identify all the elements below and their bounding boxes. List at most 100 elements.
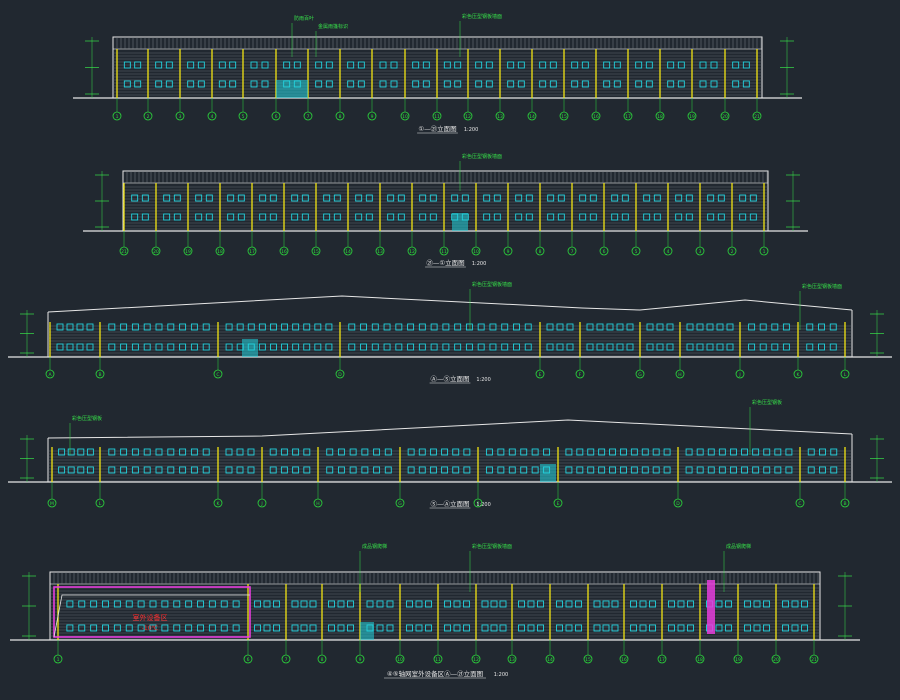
window (741, 466, 748, 474)
window (639, 624, 647, 632)
window (78, 600, 86, 608)
window (477, 323, 485, 331)
window (549, 80, 557, 88)
window (518, 600, 525, 608)
window (412, 61, 420, 69)
window (596, 343, 604, 351)
axis-label: K (217, 501, 221, 507)
elevation-scale: 1:200 (464, 127, 478, 133)
window (652, 448, 660, 456)
window (791, 624, 799, 632)
axis-label: B (98, 372, 101, 378)
window (687, 624, 694, 632)
window (131, 213, 139, 221)
window (273, 600, 280, 608)
window (232, 600, 240, 608)
window (696, 466, 704, 474)
window (143, 466, 151, 474)
window (190, 466, 198, 474)
window (108, 323, 116, 331)
axis-label: 12 (465, 114, 471, 120)
window (58, 466, 66, 474)
window (452, 466, 460, 474)
window (718, 448, 726, 456)
window (303, 466, 311, 474)
axis-bubble (183, 246, 193, 256)
axis-label: 19 (735, 657, 741, 663)
window (749, 213, 757, 221)
window (759, 343, 767, 351)
window (373, 448, 381, 456)
window (771, 343, 779, 351)
elevation-title-text: Ⓐ—Ⓢ立面图 (431, 374, 470, 383)
window (630, 624, 637, 632)
window (442, 323, 450, 331)
callout-label: 成品钢爬梯 (362, 543, 387, 550)
window (165, 80, 173, 88)
window (66, 624, 74, 632)
window (236, 448, 244, 456)
window (630, 466, 638, 474)
axis-bubble (675, 369, 685, 379)
window (589, 213, 597, 221)
window (593, 624, 601, 632)
window (517, 61, 525, 69)
window (237, 213, 245, 221)
window (379, 80, 387, 88)
window (407, 343, 415, 351)
window (525, 213, 533, 221)
axis-label: 16 (593, 114, 599, 120)
axis-label: 17 (659, 657, 665, 663)
window (197, 61, 205, 69)
axis-label: 20 (773, 657, 779, 663)
entrance-door (242, 339, 258, 357)
window (263, 600, 271, 608)
window (586, 343, 594, 351)
axis-label: M (50, 501, 54, 507)
window (507, 61, 515, 69)
window (205, 194, 213, 202)
window (524, 343, 532, 351)
window (807, 466, 815, 474)
window (108, 466, 116, 474)
window (801, 600, 808, 608)
window (425, 624, 432, 632)
window (606, 343, 614, 351)
axis-bubble (623, 111, 633, 121)
window (677, 80, 685, 88)
window (539, 61, 547, 69)
window (418, 466, 426, 474)
axis-label: 20 (722, 114, 728, 120)
window (120, 343, 128, 351)
window (247, 466, 255, 474)
window (621, 213, 629, 221)
window (141, 213, 149, 221)
window (485, 80, 493, 88)
axis-label: 12 (473, 657, 479, 663)
axis-bubble (213, 369, 223, 379)
window (830, 448, 838, 456)
window (475, 61, 483, 69)
window (173, 624, 181, 632)
window (598, 466, 606, 474)
window (384, 448, 392, 456)
window (499, 624, 507, 632)
window (819, 466, 826, 474)
window (707, 194, 715, 202)
window (56, 323, 64, 331)
axis-label: 10 (473, 249, 479, 255)
window (508, 466, 516, 474)
window (616, 323, 624, 331)
window (373, 466, 381, 474)
window (337, 466, 345, 474)
window (463, 624, 470, 632)
callout-label: 金属雨篷标识 (318, 23, 348, 30)
window (314, 343, 322, 351)
callout-label: 彩色压型钢板墙面 (472, 281, 512, 288)
window (527, 600, 535, 608)
window (315, 61, 323, 69)
window (739, 213, 747, 221)
